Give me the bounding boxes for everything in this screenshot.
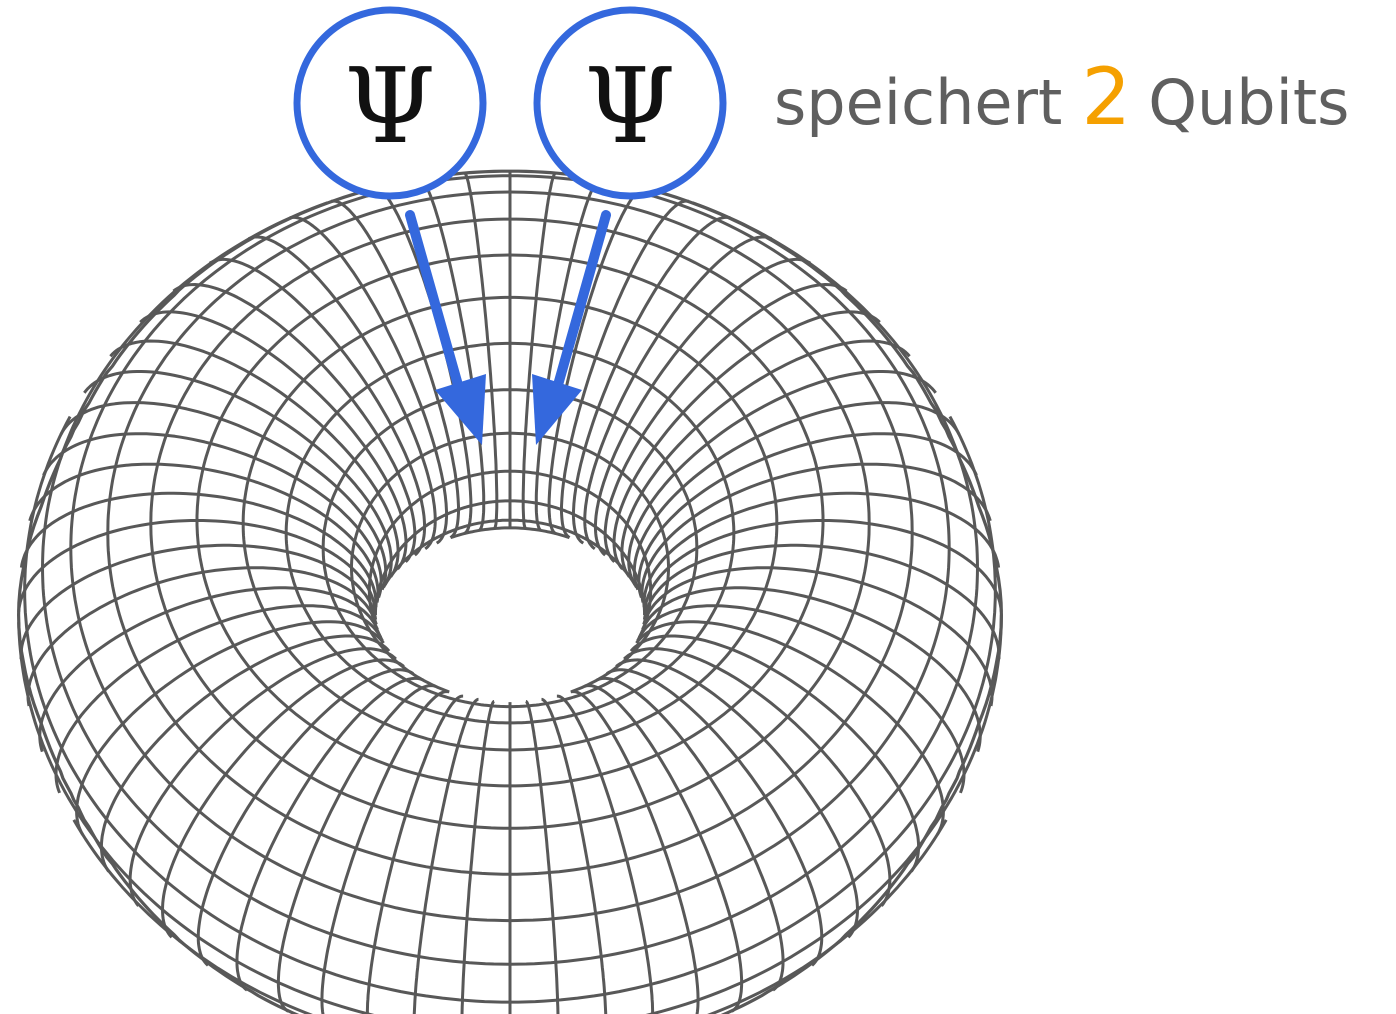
torus-meridian-line [612, 310, 881, 571]
torus-outer-outline [16, 169, 1004, 1014]
psi-symbol-right: Ψ [584, 45, 675, 167]
arrow-right-shaft [553, 210, 611, 390]
caption-suffix: Qubits [1148, 66, 1349, 139]
torus-meridian-line [42, 432, 383, 599]
arrow-left [405, 210, 486, 445]
arrow-right-head [532, 374, 582, 445]
qubit-left: Ψ [293, 6, 487, 200]
torus-parallel-line [350, 431, 670, 693]
qubit-circle-right [533, 6, 727, 200]
torus-parallel-line [321, 388, 699, 709]
torus-meridian-line [632, 401, 961, 591]
torus-meridian-line [83, 370, 393, 586]
torus-meridian-line [19, 491, 378, 608]
torus-meridian-line [640, 462, 992, 603]
torus-meridian-line [620, 339, 911, 578]
qubit-right: Ψ [533, 6, 727, 200]
torus-meridian-line [28, 462, 380, 603]
torus-parallel-line [69, 174, 951, 923]
torus-meridian-line [524, 699, 560, 1014]
torus-meridian-line [139, 310, 408, 571]
torus-parallel-line [106, 190, 914, 876]
torus-meridian-line [365, 694, 464, 1014]
torus-meridian-line [208, 257, 427, 557]
caption: speichert 2 Qubits [774, 53, 1349, 143]
torus-parallel-line [367, 469, 653, 642]
torus-wireframe [16, 169, 1004, 1014]
caption-number: 2 [1081, 53, 1131, 143]
torus-meridian-line [460, 699, 496, 1014]
torus-meridian-line [556, 694, 655, 1014]
arrow-left-head [435, 374, 486, 445]
torus-parallel-line [241, 295, 779, 752]
qubit-circle-left [293, 6, 487, 200]
torus-parallel-line [373, 499, 647, 615]
torus-meridian-line [642, 491, 1001, 608]
arrow-left-shaft [405, 210, 463, 390]
caption-prefix: speichert [774, 66, 1062, 139]
torus-meridian-line [109, 339, 400, 578]
torus-meridian-line [637, 432, 978, 599]
torus-parallel-line [195, 253, 825, 788]
torus-parallel-line [382, 518, 638, 588]
torus-meridian-line [412, 697, 480, 1014]
arrow-right [532, 210, 611, 445]
psi-symbol-left: Ψ [344, 45, 435, 167]
torus-meridian-line [603, 283, 848, 563]
torus-meridian-line [540, 697, 608, 1014]
torus-parallel-line [149, 217, 871, 830]
torus-meridian-line [172, 283, 417, 563]
torus-meridian-line [248, 235, 437, 551]
torus-meridian-line [583, 235, 772, 551]
torus-parallel-line [450, 526, 570, 540]
torus-meridian-line [593, 257, 812, 557]
torus-meridian-line [59, 401, 388, 591]
torus-meridian-line [627, 370, 937, 586]
torus-parallel-line [284, 341, 736, 725]
